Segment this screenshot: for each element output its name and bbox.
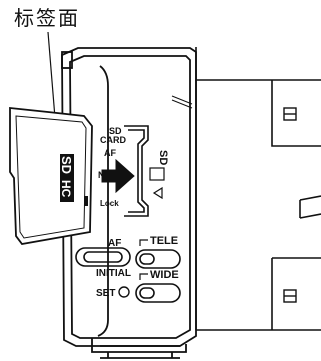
control-label-set: SET	[96, 288, 115, 299]
card-logo-sub: HC	[59, 180, 73, 198]
side-panel	[61, 47, 197, 359]
control-label-af: AF	[108, 238, 121, 249]
initial-set-button[interactable]	[118, 286, 130, 298]
af-button[interactable]	[75, 247, 131, 267]
sd-logo-icon: SD HC	[59, 154, 74, 202]
side-panel-edge-detail	[171, 95, 193, 109]
slot-label-af: AF	[104, 148, 116, 158]
callout-leader-line	[47, 31, 56, 119]
camera-body	[195, 47, 321, 331]
wide-button[interactable]	[135, 283, 181, 303]
camera-screw-top	[283, 107, 297, 121]
card-lock-switch	[84, 196, 88, 206]
side-sd-text: SD	[157, 150, 169, 165]
slot-label-card: CARD	[100, 135, 126, 145]
slot-label-lock: Lock	[100, 199, 119, 208]
insert-triangle-icon	[152, 186, 163, 200]
insert-direction-arrow	[101, 158, 135, 194]
card-slot	[124, 125, 149, 217]
wide-bracket-icon	[139, 273, 148, 280]
card-logo-text: SD	[59, 156, 74, 174]
side-card-outline-icon	[149, 167, 165, 181]
control-label-initial: INITIAL	[96, 268, 131, 279]
slot-label-sd: SD	[109, 126, 122, 136]
sd-card: SD HC	[9, 107, 93, 245]
label-side-callout: 标签面	[14, 6, 80, 30]
tele-bracket-icon	[139, 239, 148, 246]
camera-screw-bottom	[283, 289, 297, 303]
side-sd-mark: SD	[157, 150, 169, 165]
control-label-tele: TELE	[150, 235, 178, 247]
control-label-wide: WIDE	[150, 269, 179, 281]
tele-button[interactable]	[135, 249, 181, 269]
slot-label-n: N	[98, 170, 105, 180]
